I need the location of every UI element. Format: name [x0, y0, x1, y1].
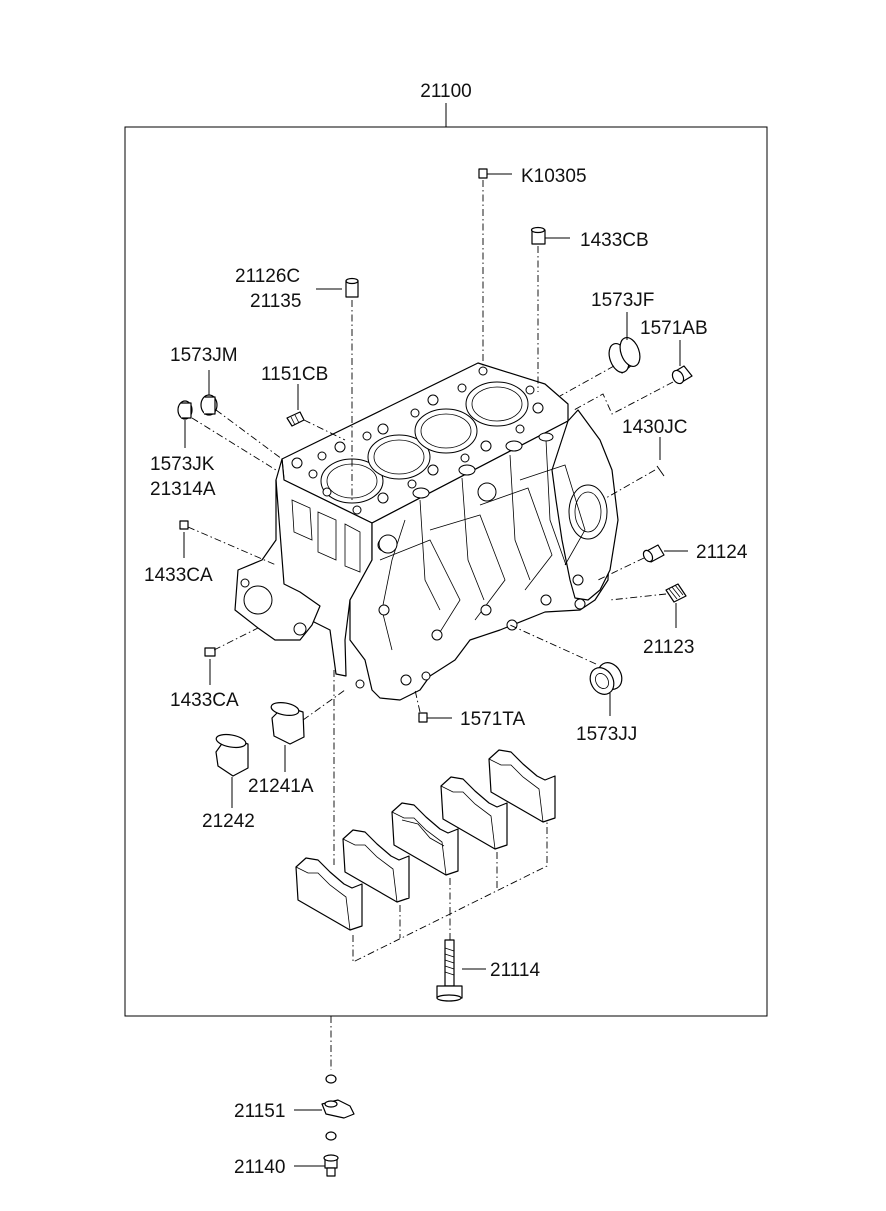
dowel-1151cb[interactable]	[286, 411, 305, 427]
label-1430jc[interactable]: 1430JC	[622, 417, 688, 438]
plug-1573jk[interactable]	[177, 400, 193, 420]
main-bearing-cap-3[interactable]	[391, 802, 459, 876]
label-1573jj[interactable]: 1573JJ	[576, 724, 637, 745]
label-21242[interactable]: 21242	[202, 811, 255, 832]
label-1433cb[interactable]: 1433CB	[580, 230, 649, 251]
bolt-21140[interactable]	[323, 1154, 339, 1177]
assembly-number-label[interactable]: 21100	[420, 81, 471, 102]
label-1573jk[interactable]: 1573JK	[150, 454, 215, 475]
dowel-21126c[interactable]	[345, 277, 359, 298]
bushing-21242[interactable]	[215, 732, 249, 777]
cylinder-block[interactable]	[234, 362, 619, 701]
label-1151cb[interactable]: 1151CB	[261, 364, 328, 385]
main-bearing-cap-1[interactable]	[295, 857, 363, 931]
label-1433ca-upper[interactable]: 1433CA	[144, 565, 213, 586]
plug-1573jm[interactable]	[200, 394, 218, 416]
label-1571ab[interactable]: 1571AB	[640, 318, 708, 339]
label-21123[interactable]: 21123	[643, 637, 694, 658]
seal-1573jj[interactable]	[585, 658, 626, 698]
label-21135[interactable]: 21135	[250, 291, 301, 312]
plug-1433cb[interactable]	[530, 226, 546, 245]
plug-k10305[interactable]	[478, 168, 488, 179]
label-k10305[interactable]: K10305	[521, 166, 587, 187]
label-21114[interactable]: 21114	[490, 960, 540, 981]
label-21140[interactable]: 21140	[234, 1157, 285, 1178]
bushing-21241a[interactable]	[270, 701, 305, 745]
label-1573jf[interactable]: 1573JF	[591, 290, 654, 311]
label-21314a[interactable]: 21314A	[150, 479, 216, 500]
label-1573jm[interactable]: 1573JM	[170, 345, 238, 366]
label-21241a[interactable]: 21241A	[248, 776, 314, 797]
main-bearing-cap-2[interactable]	[342, 829, 410, 903]
pin-1430jc[interactable]	[656, 465, 665, 477]
label-1433ca-lower[interactable]: 1433CA	[170, 690, 239, 711]
label-21124[interactable]: 21124	[696, 542, 748, 563]
plug-1571ab[interactable]	[670, 365, 693, 386]
washer-21140[interactable]	[325, 1131, 337, 1141]
plug-1433ca-lower[interactable]	[204, 647, 216, 657]
plug-1573jf[interactable]	[605, 335, 643, 375]
washer-21151-top[interactable]	[325, 1074, 337, 1084]
main-bearing-cap-5[interactable]	[488, 749, 556, 823]
main-bearing-cap-4[interactable]	[440, 776, 508, 850]
label-1571ta[interactable]: 1571TA	[460, 709, 525, 730]
oil-jet-21151[interactable]	[321, 1099, 355, 1119]
plug-1433ca-upper[interactable]	[179, 520, 189, 530]
label-21126c[interactable]: 21126C	[235, 266, 300, 287]
label-21151[interactable]: 21151	[234, 1101, 285, 1122]
plug-1571ta[interactable]	[418, 712, 428, 723]
plug-21123[interactable]	[665, 583, 687, 603]
sensor-21124[interactable]	[642, 544, 665, 563]
cap-bolt-21114[interactable]	[436, 939, 463, 1002]
